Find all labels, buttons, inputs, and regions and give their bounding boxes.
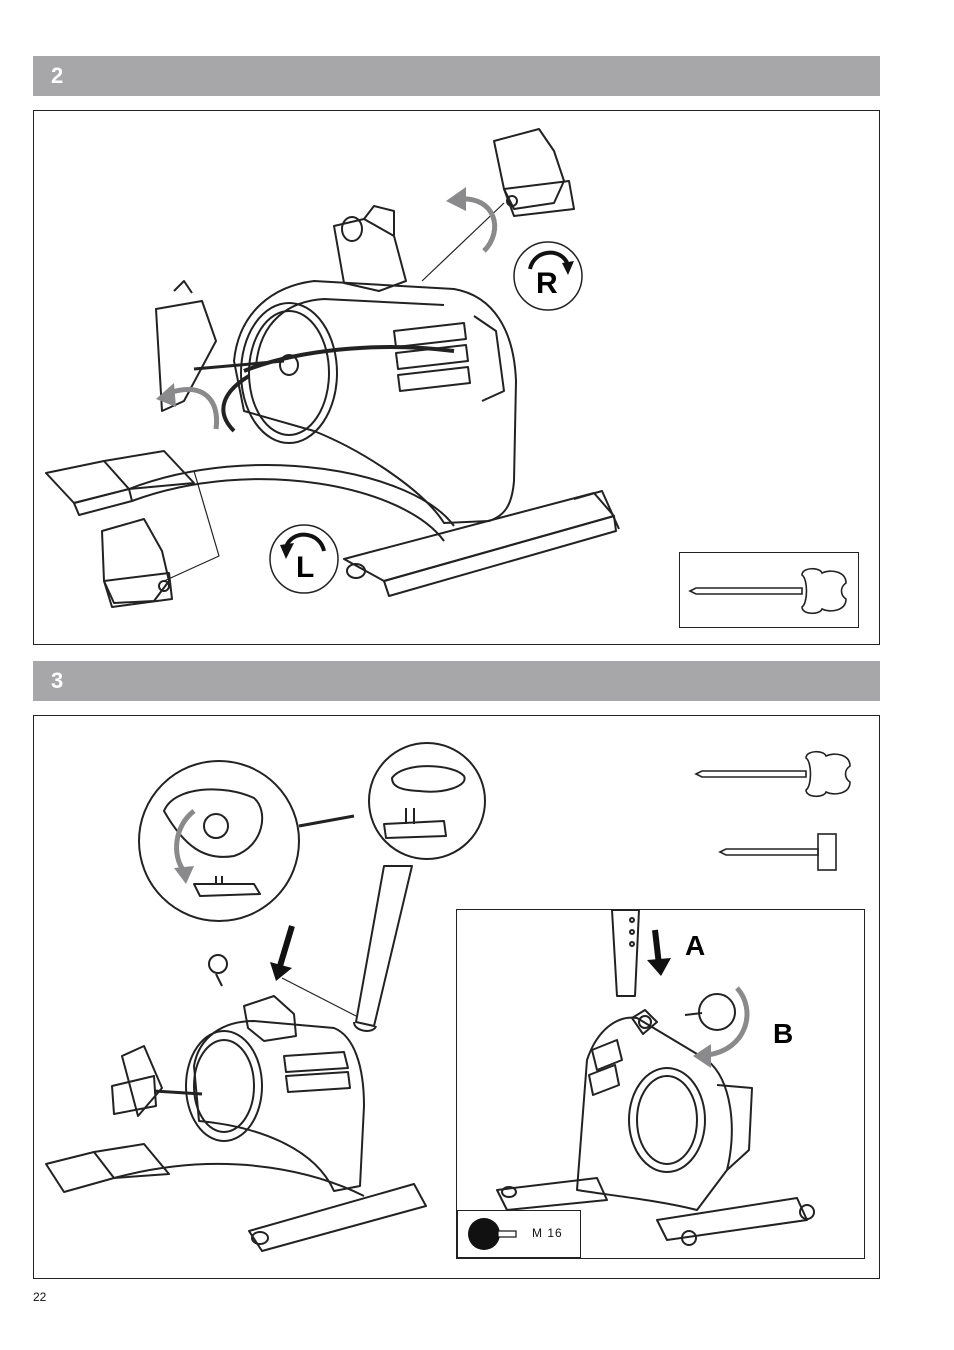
page-number: 22 <box>33 1290 46 1304</box>
step-2-header: 2 <box>33 56 880 96</box>
label-a: A <box>685 930 705 961</box>
step-3-header: 3 <box>33 661 880 701</box>
step-2-panel: R L <box>33 110 880 645</box>
part-label-box: M 16 <box>457 1210 581 1258</box>
allen-key-icon <box>696 752 850 797</box>
knob-screw-icon <box>462 1211 522 1257</box>
step-number: 3 <box>51 668 63 693</box>
part-code: M 16 <box>532 1226 563 1240</box>
left-label: L <box>296 551 314 584</box>
screwdriver-key-icon <box>720 834 836 870</box>
inset-detail-box: A B M 16 <box>456 909 865 1259</box>
label-b: B <box>773 1018 793 1049</box>
step-number: 2 <box>51 63 63 88</box>
seat-post-insertion-illustration: A B <box>457 910 864 1258</box>
step-3-panel: A B M 16 <box>33 715 880 1279</box>
allen-key-icon <box>680 553 858 627</box>
tool-box <box>679 552 859 628</box>
right-label: R <box>536 267 558 300</box>
